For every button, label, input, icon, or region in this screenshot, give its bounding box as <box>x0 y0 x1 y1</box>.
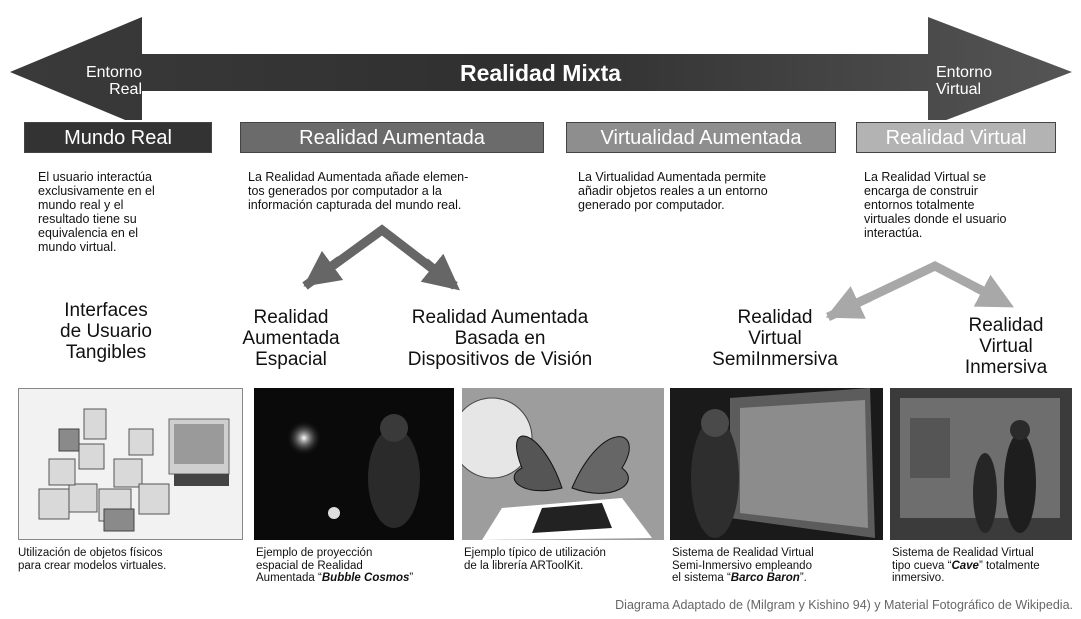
category-mundo-real: Mundo Real <box>24 122 212 153</box>
photo-cave <box>890 388 1072 540</box>
category-realidad-aumentada: Realidad Aumentada <box>240 122 544 153</box>
photo-barco-baron <box>670 388 883 540</box>
mixed-reality-spectrum-arrow <box>10 17 1072 120</box>
arrow-to-espacial <box>303 250 344 287</box>
photo-credit: Diagrama Adaptado de (Milgram y Kishino … <box>615 598 1073 612</box>
ar-branch-lines <box>302 224 458 290</box>
photo-bubble-cosmos <box>254 388 454 540</box>
category-virtualidad-aumentada: Virtualidad Aumentada <box>566 122 836 153</box>
arrow-to-semiinmersiva <box>825 286 872 319</box>
arrow-to-inmersiva <box>972 274 1014 308</box>
caption-cave: Sistema de Realidad Virtual tipo cueva “… <box>892 547 1040 584</box>
spectrum-title: Realidad Mixta <box>459 60 622 86</box>
photo-artoolkit-butterfly <box>462 388 664 540</box>
category-realidad-virtual: Realidad Virtual <box>856 122 1056 153</box>
photo-tangible-blocks <box>18 388 243 540</box>
description-realidad-aumentada: La Realidad Aumentada añade elemen-tos g… <box>248 170 469 212</box>
arrow-to-dispositivos <box>420 253 460 291</box>
